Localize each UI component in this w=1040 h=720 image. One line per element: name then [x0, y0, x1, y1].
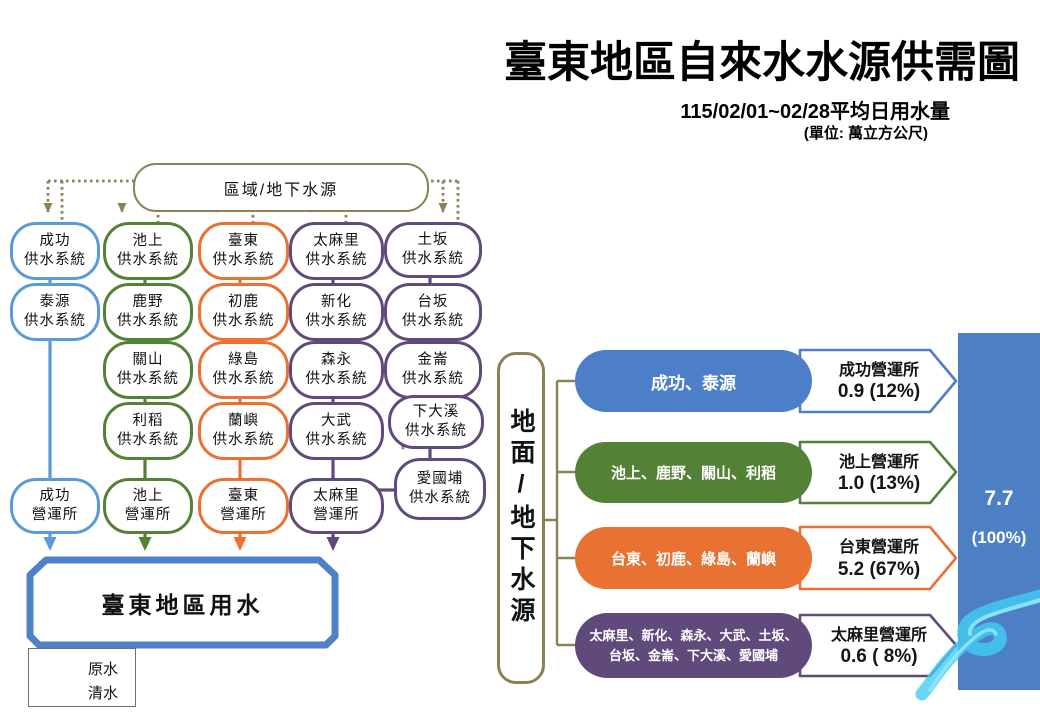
flow-box-taiyuan-system: 泰源 供水系統: [10, 283, 100, 341]
summary-pill-taitung: 台東、初鹿、綠島、蘭嶼: [575, 527, 812, 589]
flow-box-taimali-office: 太麻里 營運所: [289, 478, 384, 534]
flow-box-senyong-system: 森永 供水系統: [289, 341, 384, 399]
legend-box: [28, 648, 136, 707]
flow-box-luye-system: 鹿野 供水系統: [103, 283, 193, 341]
flow-box-taiban-system: 台坂 供水系統: [384, 283, 482, 341]
source-box: 區域/地下水源: [133, 163, 429, 212]
flow-box-dawu-system: 大武 供水系統: [289, 402, 384, 460]
flow-box-taitung-office: 臺東 營運所: [198, 478, 289, 534]
flow-box-jinlun-system: 金崙 供水系統: [384, 341, 482, 399]
flow-box-xinhua-system: 新化 供水系統: [289, 283, 384, 341]
flow-box-guanshan-system: 關山 供水系統: [103, 341, 193, 399]
river-graphic: [915, 589, 1040, 701]
legend-clean-water-label: 清水: [88, 685, 119, 702]
flow-box-ludao-system: 綠島 供水系統: [198, 341, 289, 399]
summary-office-taitung: 台東營運所: [838, 539, 919, 556]
summary-bracket: [540, 379, 575, 647]
flow-box-chihshang-office: 池上 營運所: [103, 478, 193, 534]
summary-pill-chihshang: 池上、鹿野、關山、利稻: [575, 442, 812, 503]
demand-box-label: 臺東地區用水: [101, 591, 264, 618]
flow-box-chulu-system: 初鹿 供水系統: [198, 283, 289, 341]
water-source-vertical-label: 地面/地下水源: [507, 408, 535, 628]
summary-office-chengkung: 成功營運所: [838, 362, 919, 379]
summary-pill-taimali: 太麻里、新化、森永、大武、土坂、 台坂、金崙、下大溪、愛國埔: [575, 613, 812, 678]
subtitle-period: 115/02/01~02/28平均日用水量: [680, 101, 950, 123]
flow-box-aiguopu-system: 愛國埔 供水系統: [394, 458, 486, 520]
legend-raw-water-label: 原水: [88, 661, 119, 678]
flow-box-chengkung-system: 成功 供水系統: [10, 222, 100, 280]
summary-value-taimali: 0.6 ( 8%): [840, 646, 918, 667]
summary-pill-chengkung: 成功、泰源: [575, 350, 812, 412]
flow-box-taimali-system: 太麻里 供水系統: [289, 222, 384, 280]
summary-office-chihshang: 池上營運所: [838, 454, 919, 471]
summary-value-chengkung: 0.9 (12%): [837, 381, 921, 402]
unit-note: (單位: 萬立方公尺): [803, 125, 928, 142]
water-source-vertical-box: 地面/地下水源: [497, 352, 545, 684]
flow-box-chengkung-office: 成功 營運所: [10, 478, 100, 534]
flow-box-taitung-system: 臺東 供水系統: [198, 222, 289, 280]
summary-office-taimali: 太麻里營運所: [830, 627, 927, 644]
flow-box-xiadaxi-system: 下大溪 供水系統: [388, 395, 484, 449]
flow-box-lidao-system: 利稻 供水系統: [103, 402, 193, 460]
flow-box-tuban-system: 土坂 供水系統: [384, 222, 482, 278]
demand-box-shape: [26, 556, 339, 649]
summary-value-taitung: 5.2 (67%): [837, 559, 921, 580]
flow-box-lanyu-system: 蘭嶼 供水系統: [198, 402, 289, 460]
summary-value-chihshang: 1.0 (13%): [837, 473, 921, 494]
flow-box-chihshang-system: 池上 供水系統: [103, 222, 193, 280]
summary-chevrons: [798, 348, 958, 678]
page-title: 臺東地區自來水水源供需圖: [504, 39, 1020, 87]
total-value: 7.7: [984, 487, 1014, 510]
total-percent: (100%): [971, 528, 1027, 547]
